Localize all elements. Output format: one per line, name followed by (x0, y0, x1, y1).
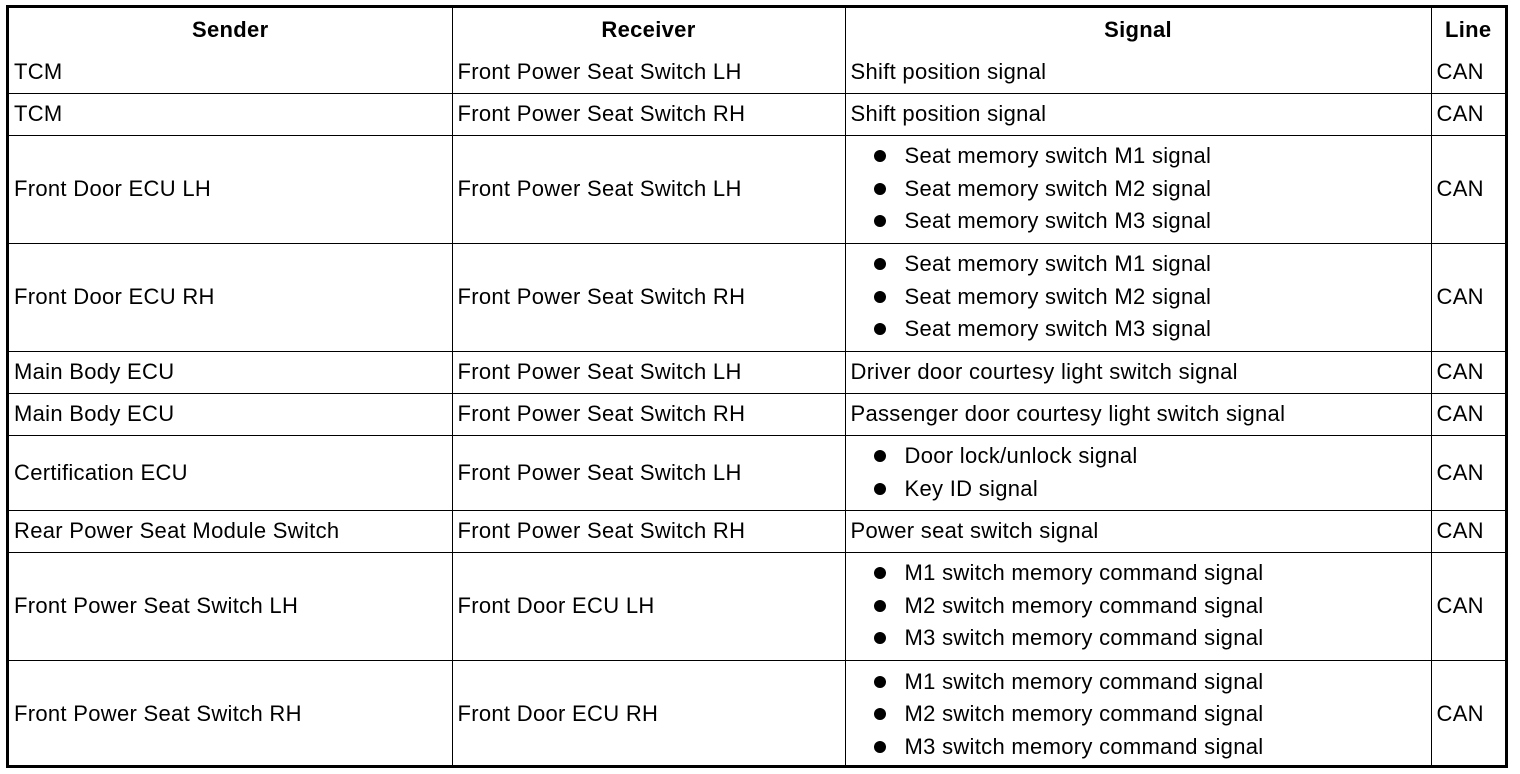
header-sender: Sender (9, 8, 453, 51)
signal-bullet-item: Door lock/unlock signal (871, 440, 1431, 473)
signal-bullet-item: M3 switch memory command signal (871, 622, 1431, 655)
receiver-cell: Front Power Seat Switch LH (451, 51, 846, 94)
receiver-cell: Front Power Seat Switch LH (451, 350, 846, 394)
line-cell: CAN (1430, 242, 1505, 352)
signal-cell: Driver door courtesy light switch signal (844, 350, 1432, 394)
line-cell: CAN (1430, 509, 1505, 553)
signal-bullet-item: Seat memory switch M1 signal (871, 248, 1431, 281)
sender-cell: Front Door ECU RH (9, 242, 453, 352)
signal-bullet-item: M2 switch memory command signal (871, 698, 1431, 731)
sender-cell: Main Body ECU (9, 350, 453, 394)
receiver-cell: Front Power Seat Switch RH (451, 242, 846, 352)
sender-cell: Main Body ECU (9, 392, 453, 436)
signal-bullet-item: Seat memory switch M2 signal (871, 281, 1431, 314)
header-signal: Signal (844, 8, 1432, 51)
header-line: Line (1430, 8, 1505, 51)
line-cell: CAN (1430, 659, 1505, 768)
line-cell: CAN (1430, 434, 1505, 511)
line-cell: CAN (1430, 134, 1505, 244)
line-cell: CAN (1430, 51, 1505, 94)
line-cell: CAN (1430, 350, 1505, 394)
signal-bullet-item: M3 switch memory command signal (871, 731, 1431, 764)
header-receiver: Receiver (451, 8, 846, 51)
table-header-row: Sender Receiver Signal Line (9, 8, 1505, 51)
line-cell: CAN (1430, 551, 1505, 661)
signal-bullet-item: M2 switch memory command signal (871, 590, 1431, 623)
receiver-cell: Front Power Seat Switch RH (451, 92, 846, 136)
line-cell: CAN (1430, 92, 1505, 136)
sender-cell: TCM (9, 92, 453, 136)
signal-bullet-item: Key ID signal (871, 473, 1431, 506)
signal-cell: Shift position signal (844, 51, 1432, 94)
sender-cell: Certification ECU (9, 434, 453, 511)
sender-cell: Front Power Seat Switch RH (9, 659, 453, 768)
sender-cell: Front Door ECU LH (9, 134, 453, 244)
signal-bullet-item: Seat memory switch M3 signal (871, 205, 1431, 238)
sender-cell: Rear Power Seat Module Switch (9, 509, 453, 553)
signal-bullet-item: M1 switch memory command signal (871, 666, 1431, 699)
signal-bullet-item: Seat memory switch M2 signal (871, 173, 1431, 206)
line-cell: CAN (1430, 392, 1505, 436)
receiver-cell: Front Power Seat Switch RH (451, 392, 846, 436)
signal-cell: Shift position signal (844, 92, 1432, 136)
receiver-cell: Front Power Seat Switch LH (451, 434, 846, 511)
signal-bullet-item: Seat memory switch M1 signal (871, 140, 1431, 173)
receiver-cell: Front Power Seat Switch RH (451, 509, 846, 553)
receiver-cell: Front Door ECU RH (451, 659, 846, 768)
sender-cell: TCM (9, 51, 453, 94)
receiver-cell: Front Door ECU LH (451, 551, 846, 661)
receiver-cell: Front Power Seat Switch LH (451, 134, 846, 244)
signal-bullet-item: Seat memory switch M3 signal (871, 313, 1431, 346)
sender-cell: Front Power Seat Switch LH (9, 551, 453, 661)
signal-bullet-item: M1 switch memory command signal (871, 557, 1431, 590)
signal-cell: Power seat switch signal (844, 509, 1432, 553)
signal-cell: Passenger door courtesy light switch sig… (844, 392, 1432, 436)
